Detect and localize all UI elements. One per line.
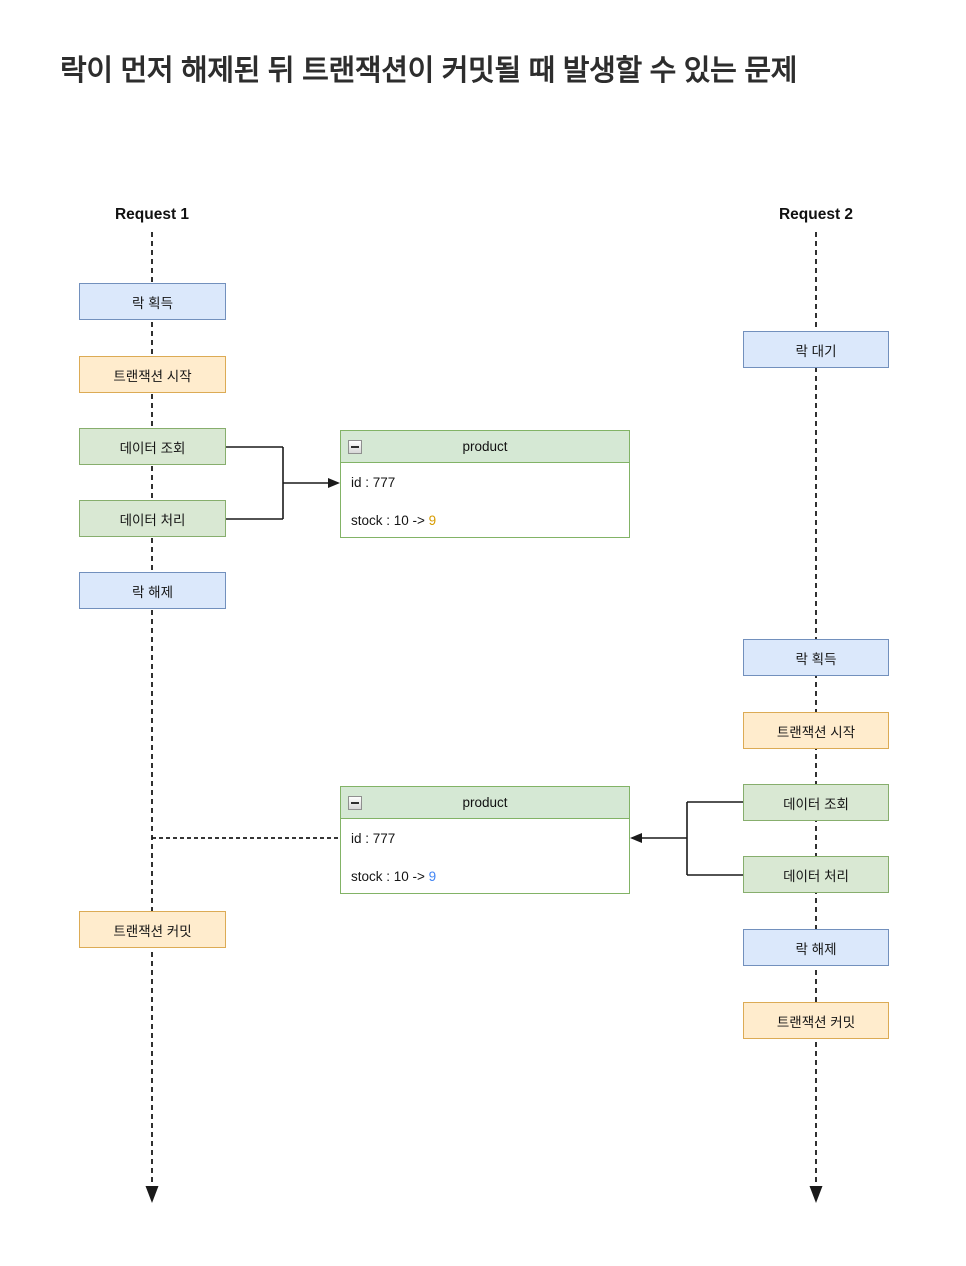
step-r1-lock-acquire: 락 획득 bbox=[79, 283, 226, 320]
entity-title: product bbox=[462, 795, 508, 810]
minus-square-icon[interactable] bbox=[348, 439, 362, 454]
step-r1-data-query: 데이터 조회 bbox=[79, 428, 226, 465]
entity-row-stock: stock : 10 -> 9 bbox=[341, 857, 629, 895]
entity-title: product bbox=[462, 439, 508, 454]
entity-row-stock: stock : 10 -> 9 bbox=[341, 501, 629, 539]
page-title: 락이 먼저 해제된 뒤 트랜잭션이 커밋될 때 발생할 수 있는 문제 bbox=[60, 55, 798, 87]
step-r2-lock-acquire: 락 획득 bbox=[743, 639, 889, 676]
lane-header-request2: Request 2 bbox=[778, 206, 854, 223]
stock-new-value: 9 bbox=[428, 512, 437, 528]
lane-header-request1: Request 1 bbox=[114, 206, 190, 223]
connector-r2-to-product bbox=[630, 801, 743, 876]
step-r1-tx-commit: 트랜잭션 커밋 bbox=[79, 911, 226, 948]
entity-product-1: product id : 777 stock : 10 -> 9 bbox=[340, 430, 630, 538]
minus-square-icon[interactable] bbox=[348, 795, 362, 810]
step-r2-tx-begin: 트랜잭션 시작 bbox=[743, 712, 889, 749]
stock-text: stock : 10 -> bbox=[351, 512, 429, 528]
step-r1-tx-begin: 트랜잭션 시작 bbox=[79, 356, 226, 393]
step-r2-lock-release: 락 해제 bbox=[743, 929, 889, 966]
lifeline-request1 bbox=[145, 232, 159, 1203]
step-r2-tx-commit: 트랜잭션 커밋 bbox=[743, 1002, 889, 1039]
entity-row-id: id : 777 bbox=[351, 830, 396, 846]
stock-new-value: 9 bbox=[428, 868, 437, 884]
step-r1-data-process: 데이터 처리 bbox=[79, 500, 226, 537]
step-r1-lock-release: 락 해제 bbox=[79, 572, 226, 609]
entity-row-id: id : 777 bbox=[351, 474, 396, 490]
entity-product-2: product id : 777 stock : 10 -> 9 bbox=[340, 786, 630, 894]
stock-text: stock : 10 -> bbox=[351, 868, 429, 884]
entity-product-1-header: product bbox=[341, 431, 629, 463]
connector-r1-to-product bbox=[226, 446, 340, 520]
entity-product-2-header: product bbox=[341, 787, 629, 819]
step-r2-lock-wait: 락 대기 bbox=[743, 331, 889, 368]
step-r2-data-query: 데이터 조회 bbox=[743, 784, 889, 821]
step-r2-data-process: 데이터 처리 bbox=[743, 856, 889, 893]
